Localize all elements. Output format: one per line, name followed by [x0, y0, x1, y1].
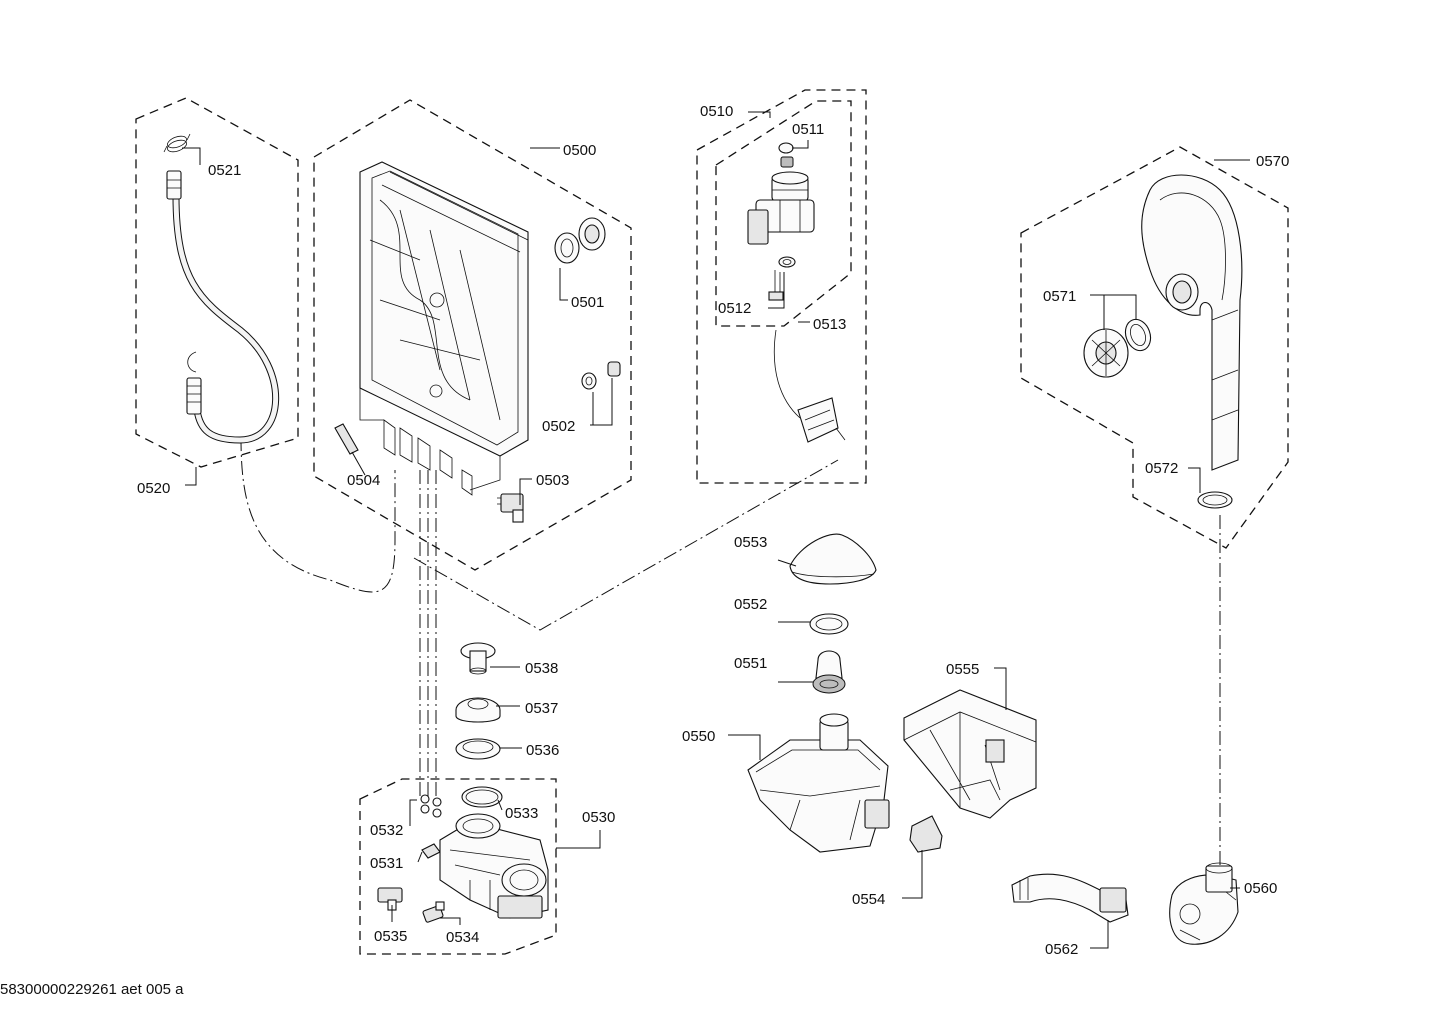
group-boundaries [135, 89, 1289, 955]
leader-0502 [590, 378, 613, 426]
ring-0536[interactable] [455, 738, 501, 760]
leader-0504 [351, 451, 366, 476]
label-0501: 0501 [571, 294, 604, 311]
sump-0530[interactable] [439, 813, 549, 919]
leader-0503 [519, 478, 532, 505]
leader-0550 [728, 734, 761, 760]
label-0511: 0511 [792, 121, 824, 138]
container-0550[interactable] [747, 713, 890, 853]
connector-0502[interactable] [581, 361, 621, 390]
group-0530-boundary [359, 778, 557, 955]
label-0554: 0554 [852, 891, 885, 908]
clip-0531[interactable] [421, 843, 441, 859]
leader-0530 [556, 830, 601, 849]
label-0502: 0502 [542, 418, 575, 435]
leader-0553 [777, 559, 797, 567]
sensor-0535[interactable] [377, 887, 403, 911]
label-0537: 0537 [525, 700, 558, 717]
clip-0504[interactable] [334, 423, 359, 455]
inlet-valve-0510[interactable] [747, 171, 815, 245]
label-0503: 0503 [536, 472, 569, 489]
leader-0562 [1090, 920, 1109, 949]
leader-0534 [440, 917, 461, 925]
ring-0552[interactable] [809, 613, 849, 635]
leader-0521 [182, 147, 201, 165]
label-0572: 0572 [1145, 460, 1178, 477]
label-0551: 0551 [734, 655, 767, 672]
label-0536: 0536 [526, 742, 559, 759]
cap-0538[interactable] [460, 642, 496, 675]
valve-0551[interactable] [812, 650, 846, 694]
valve-path-line [413, 459, 839, 631]
seal-0572[interactable] [1197, 491, 1233, 509]
sensor-0503[interactable] [497, 493, 524, 523]
leader-0512 [768, 272, 785, 309]
fan-wheel-0571[interactable] [1083, 316, 1155, 378]
leader-0555 [994, 667, 1007, 710]
leader-0533 [497, 799, 503, 811]
leader-0572 [1188, 467, 1201, 493]
label-0552: 0552 [734, 596, 767, 613]
leader-0510 [748, 111, 771, 118]
label-0510: 0510 [700, 103, 733, 120]
label-0538: 0538 [525, 660, 558, 677]
drain-hose-0520[interactable] [166, 170, 280, 444]
label-0562: 0562 [1045, 941, 1078, 958]
label-0570: 0570 [1256, 153, 1289, 170]
leader-lines [182, 111, 1250, 949]
cable-0513[interactable] [768, 270, 846, 443]
sensor-0534[interactable] [422, 901, 445, 923]
group-0510-boundary [696, 89, 867, 484]
label-0532: 0532 [370, 822, 403, 839]
hose-clamp-0521[interactable] [163, 133, 191, 154]
heat-pump-0560[interactable] [1169, 862, 1239, 945]
label-0504: 0504 [347, 472, 380, 489]
label-0513: 0513 [813, 316, 846, 333]
label-0530: 0530 [582, 809, 615, 826]
assembly-lines [240, 436, 1221, 868]
float-0501[interactable] [554, 217, 606, 264]
leader-0501 [559, 268, 568, 301]
label-0553: 0553 [734, 534, 767, 551]
cover-0553[interactable] [789, 533, 877, 585]
label-0560: 0560 [1244, 880, 1277, 897]
label-0555: 0555 [946, 661, 979, 678]
washer-0511[interactable] [778, 142, 794, 168]
label-0533: 0533 [505, 805, 538, 822]
label-0500: 0500 [563, 142, 596, 159]
lid-0537[interactable] [455, 697, 501, 723]
label-0521: 0521 [208, 162, 241, 179]
leader-0532 [409, 799, 417, 826]
seal-0533[interactable] [461, 786, 503, 808]
tank-0500[interactable] [359, 161, 529, 496]
label-0520: 0520 [137, 480, 170, 497]
label-0512: 0512 [718, 300, 751, 317]
leader-0571 [1090, 294, 1137, 330]
hose-path-line [240, 436, 396, 593]
leader-0520 [185, 467, 197, 486]
fill-duct-0570[interactable] [1141, 174, 1243, 471]
label-0535: 0535 [374, 928, 407, 945]
label-0531: 0531 [370, 855, 403, 872]
drawing-code: 58300000229261 aet 005 a [0, 981, 184, 998]
leader-0531 [417, 851, 423, 863]
seal-0512[interactable] [778, 256, 796, 268]
label-0550: 0550 [682, 728, 715, 745]
part-labels: 0521 0520 0500 0501 0502 0503 0504 0510 … [137, 103, 1289, 958]
leader-0554 [902, 850, 923, 899]
small-seals-0532[interactable] [420, 794, 442, 818]
label-0534: 0534 [446, 929, 479, 946]
holder-0554[interactable] [909, 815, 943, 853]
bracket-0555[interactable] [903, 689, 1037, 819]
leader-0511 [792, 140, 809, 149]
label-0571: 0571 [1043, 288, 1076, 305]
group-0500-boundary [313, 99, 632, 571]
drain-pump-0562[interactable] [1011, 873, 1129, 923]
group-0520-boundary [135, 97, 299, 468]
group-0570-boundary [1020, 146, 1289, 549]
